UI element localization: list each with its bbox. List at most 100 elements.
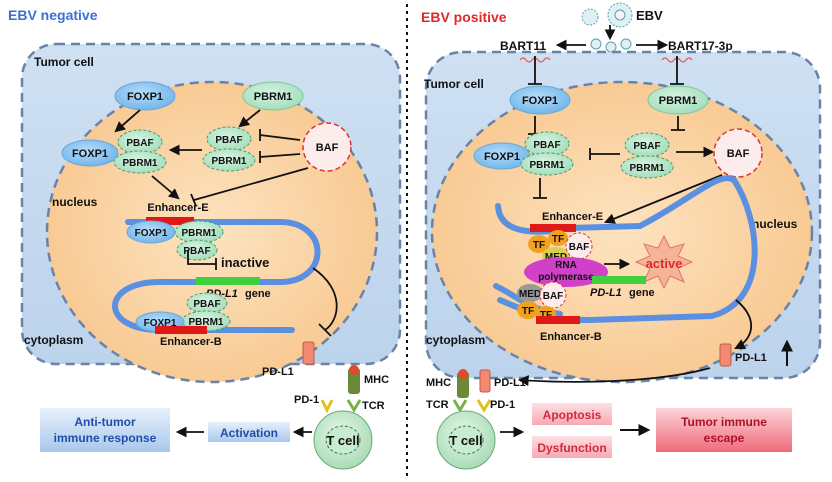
right-pdl1-cell-label: PD-L1 xyxy=(735,352,767,364)
right-tcr-label: TCR xyxy=(426,399,449,411)
right-rna-polymerase xyxy=(524,257,608,287)
right-complex-pbrm1 xyxy=(520,152,574,176)
right-active-burst xyxy=(634,234,694,290)
right-escape-box xyxy=(656,408,792,452)
right-inhibit-enhancer xyxy=(533,178,547,199)
left-tcell-label: T cell xyxy=(326,433,359,448)
right-polymerase-label: polymerase xyxy=(538,272,594,283)
left-response-line1: Anti-tumor xyxy=(74,415,136,429)
left-complex-pbrm1-label: PBRM1 xyxy=(122,158,157,169)
left-inhibit-baf-2 xyxy=(259,151,301,163)
left-low-pbaf xyxy=(186,292,228,314)
left-title: EBV negative xyxy=(8,7,98,23)
right-active-label: active xyxy=(646,256,683,271)
right-tumor-cell-label: Tumor cell xyxy=(424,77,484,91)
right-complex-pbrm1-label: PBRM1 xyxy=(529,160,564,171)
right-bart17-label: BART17-3p xyxy=(668,39,733,53)
left-enhancer-b-region xyxy=(155,326,207,334)
left-pdl1-label: PD-L1 xyxy=(262,366,294,378)
left-pd1-label: PD-1 xyxy=(294,394,319,406)
right-baf xyxy=(713,128,763,178)
right-arrow-to-pdl1 xyxy=(734,299,753,349)
left-pdl1-gene-region xyxy=(196,277,260,285)
left-mhc-peptide xyxy=(349,365,359,375)
right-enhancer-e-region xyxy=(530,224,576,232)
left-mid-pbrm1 xyxy=(202,148,256,172)
right-mhc-shape xyxy=(457,372,469,398)
right-enhancer-b-label: Enhancer-B xyxy=(540,331,602,343)
left-mhc-label: MHC xyxy=(364,374,389,386)
right-rna-label: RNA xyxy=(555,260,577,271)
right-gene-word: gene xyxy=(629,287,655,299)
left-inhibit-pdl1 xyxy=(312,267,338,337)
left-low-pbrm1-label: PBRM1 xyxy=(188,317,223,328)
left-arrow-foxp1-down xyxy=(114,109,141,133)
right-tcell-label: T cell xyxy=(449,433,482,448)
right-title: EBV positive xyxy=(421,9,507,25)
ebv-small-1 xyxy=(590,38,602,50)
left-foxp1-top xyxy=(114,81,176,111)
left-response-box xyxy=(40,408,170,452)
right-tf1 xyxy=(528,235,550,253)
right-pdl1-gene-region xyxy=(592,276,646,284)
right-arrow-baf-enhancer xyxy=(603,174,723,224)
left-enhancer-e-region xyxy=(146,217,194,225)
left-low-pbaf-label: PBAF xyxy=(193,299,220,310)
left-activation-box xyxy=(208,422,290,442)
right-baf-small2 xyxy=(539,281,567,309)
right-baf-small1-label: BAF xyxy=(569,242,590,253)
right-pdl1-label: PD-L1 xyxy=(494,377,526,389)
left-pbrm1-top xyxy=(242,81,304,111)
left-arrow-pbrm1-down xyxy=(238,109,261,128)
ebv-small-2 xyxy=(605,41,617,53)
left-mid-pbrm1-label: PBRM1 xyxy=(211,156,246,167)
right-mhc-label: MHC xyxy=(426,377,451,389)
right-nucleus-label: nucleus xyxy=(752,217,798,231)
left-enh-pbrm1 xyxy=(174,220,224,244)
right-pdl1-membrane xyxy=(479,369,491,393)
left-complex-foxp1 xyxy=(61,139,119,167)
right-dysfunction-label: Dysfunction xyxy=(537,441,606,455)
right-mid-pbrm1 xyxy=(620,155,674,179)
left-enh-pbrm1-label: PBRM1 xyxy=(181,228,216,239)
right-escape-line2: escape xyxy=(704,431,745,445)
right-foxp1 xyxy=(509,85,571,115)
right-pd1-label: PD-1 xyxy=(490,399,515,411)
right-bart11-label: BART11 xyxy=(500,39,546,53)
left-complex-pbaf-label: PBAF xyxy=(126,138,153,149)
left-enh-foxp1-label: FOXP1 xyxy=(135,228,168,239)
left-nucleus-label: nucleus xyxy=(52,195,98,209)
left-tcr-receptor xyxy=(346,399,362,413)
left-tcr-label: TCR xyxy=(362,400,385,412)
right-tf2-label: TF xyxy=(552,234,564,245)
right-arrow-pdl1-membrane xyxy=(517,367,711,386)
left-mid-pbaf-label: PBAF xyxy=(215,135,242,146)
left-low-foxp1-label: FOXP1 xyxy=(144,318,177,329)
left-foxp1-top-label: FOXP1 xyxy=(127,91,163,103)
left-gene-word: gene xyxy=(245,288,271,300)
right-complex-foxp1-label: FOXP1 xyxy=(484,151,520,163)
right-enhancer-e-label: Enhancer-E xyxy=(542,211,603,223)
right-tf4-label: TF xyxy=(540,310,552,321)
right-pbrm1 xyxy=(647,85,709,115)
right-tcell-nucleus xyxy=(448,425,484,455)
right-mid-pbaf-label: PBAF xyxy=(633,141,660,152)
right-ebv-label: EBV xyxy=(636,8,663,23)
ebv-small-3 xyxy=(620,38,632,50)
left-inhibit-baf-enhancer xyxy=(190,167,309,207)
right-apoptosis-label: Apoptosis xyxy=(543,408,602,422)
left-complex-pbrm1 xyxy=(113,150,167,174)
left-complex-foxp1-label: FOXP1 xyxy=(72,148,108,160)
right-baf-label: BAF xyxy=(727,148,750,160)
left-inhibit-gene xyxy=(187,250,217,270)
left-pd1-receptor xyxy=(320,399,334,414)
left-pbrm1-top-label: PBRM1 xyxy=(254,91,293,103)
left-enh-pbaf xyxy=(176,239,218,261)
right-gene-italic: PD-L1 xyxy=(590,287,622,299)
right-tcr-receptor xyxy=(452,399,468,413)
right-inhibit-pbrm1-complex xyxy=(671,116,685,131)
left-activation-label: Activation xyxy=(220,426,278,440)
left-tcell-nucleus xyxy=(325,425,361,455)
